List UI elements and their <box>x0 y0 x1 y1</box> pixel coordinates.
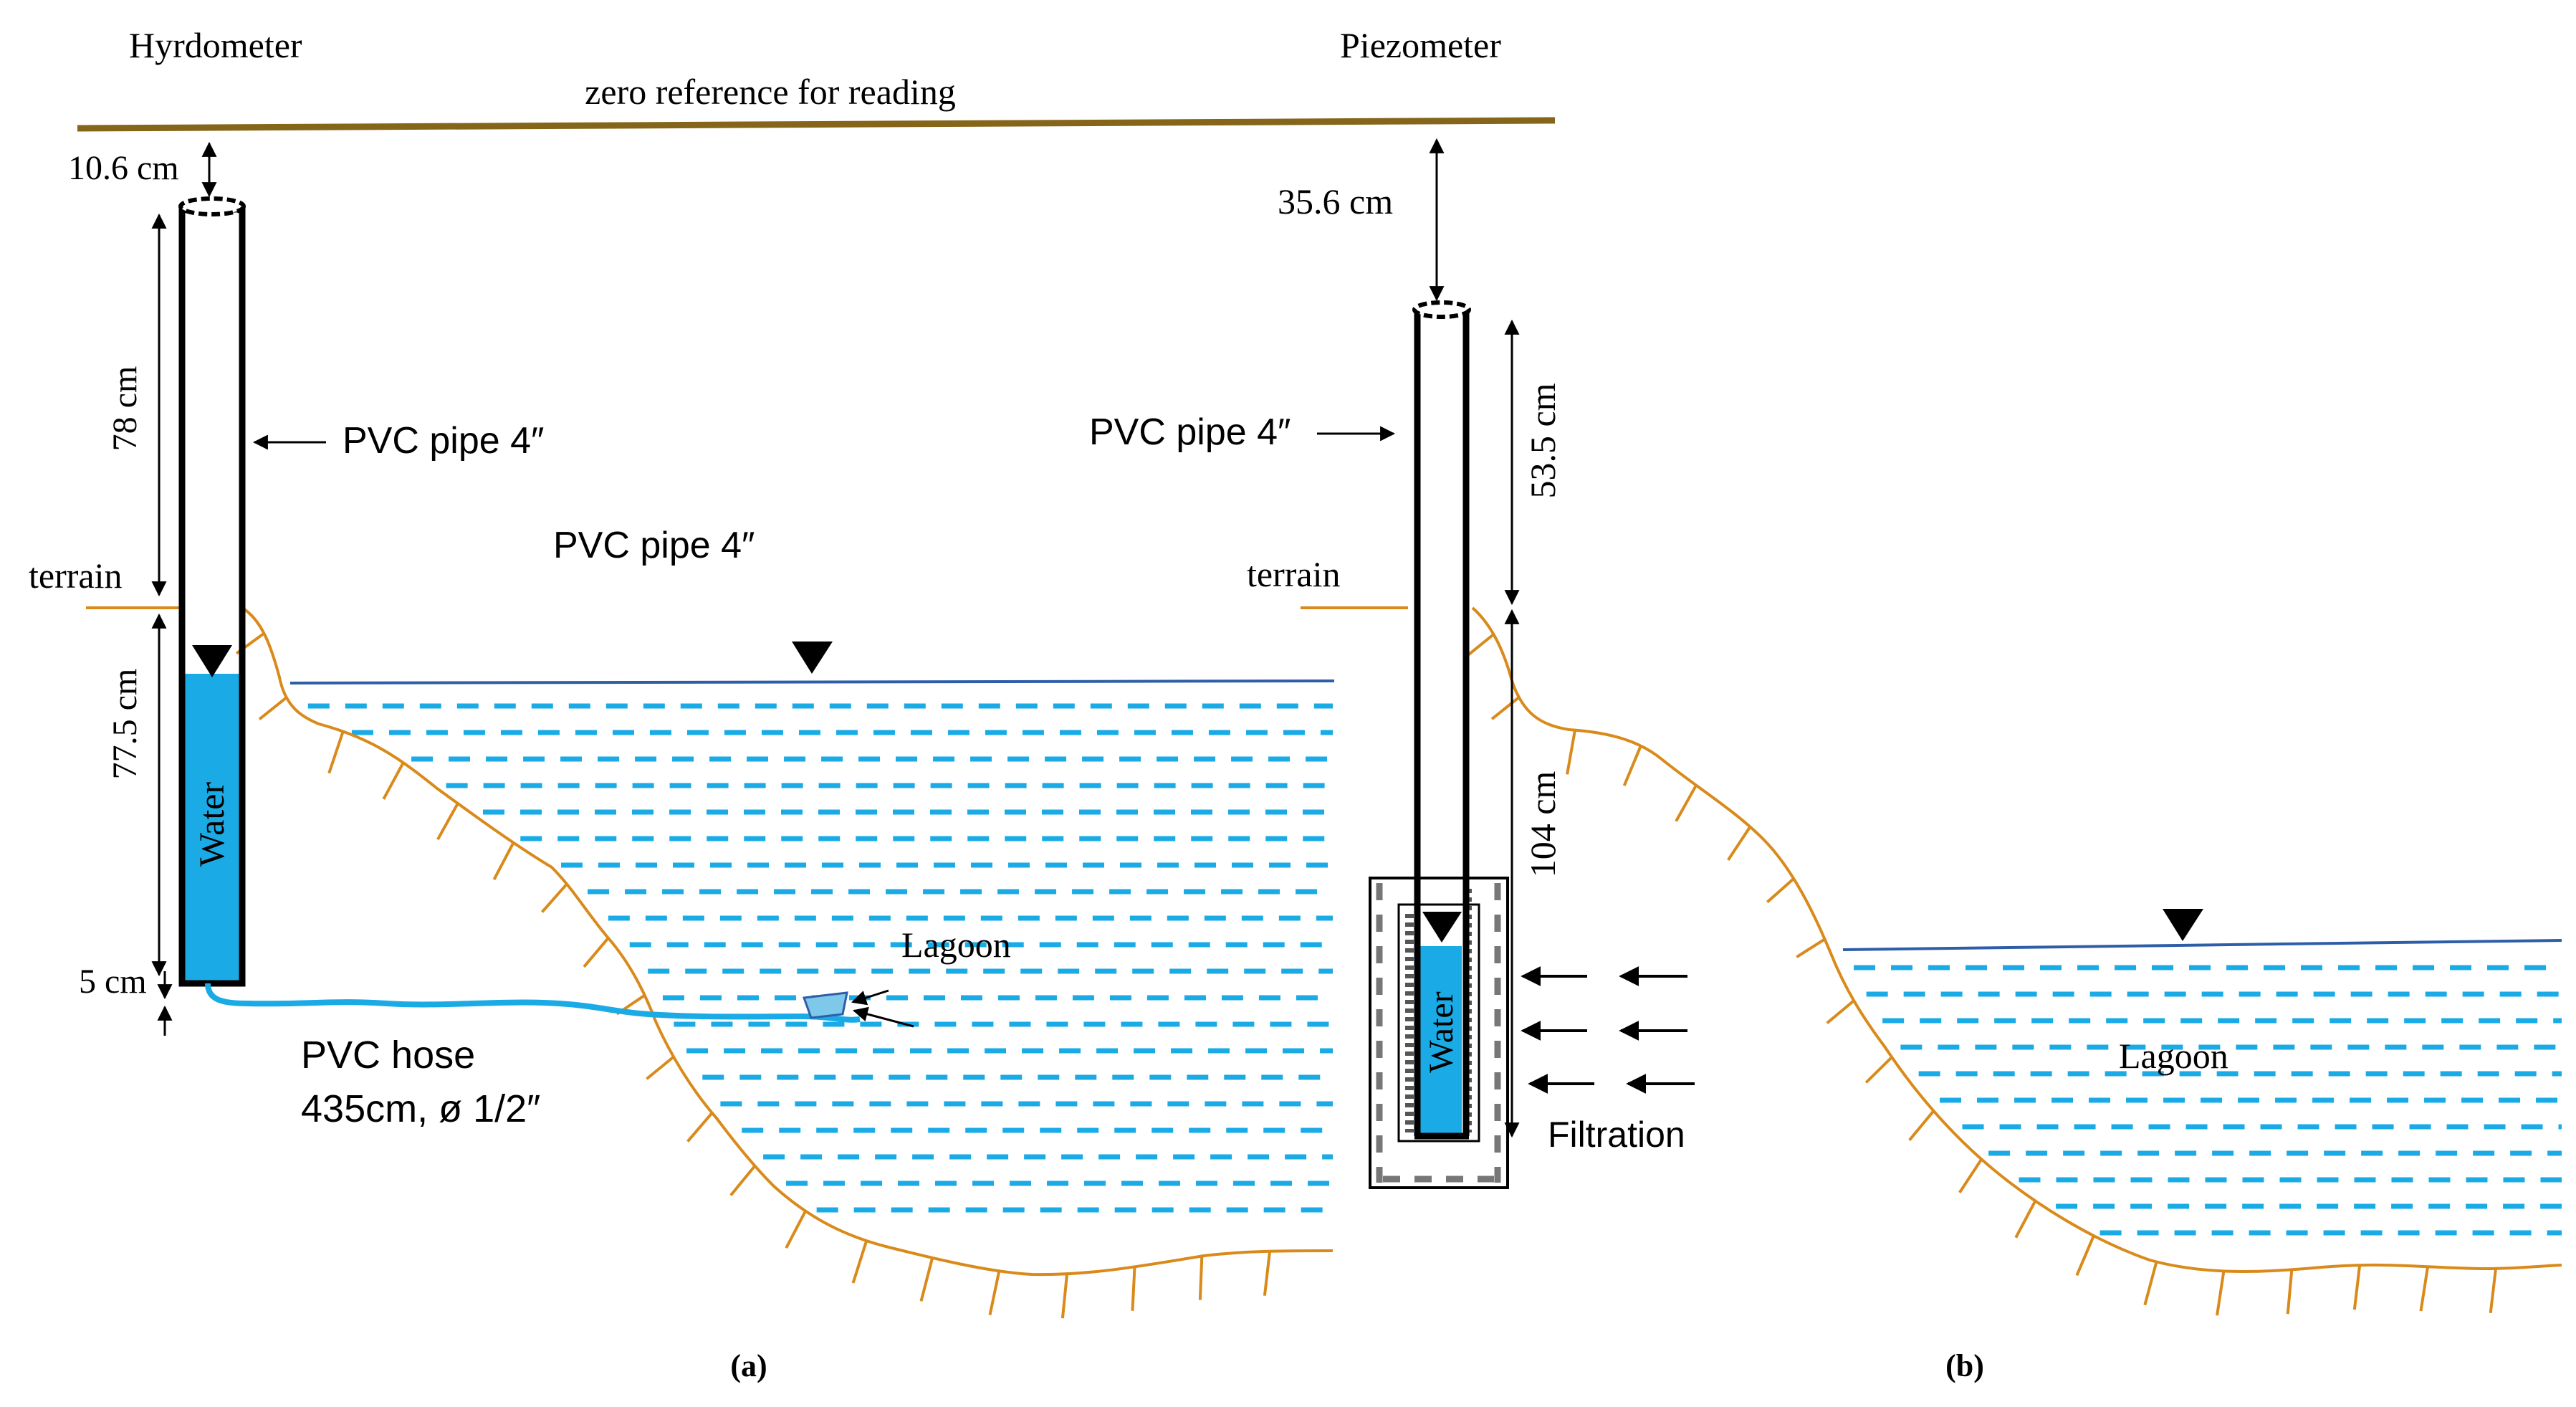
pvc-hose-label: PVC hose <box>301 1034 475 1077</box>
terrain-hatch <box>2075 1235 2095 1277</box>
lagoon-b-surface <box>1842 939 2562 951</box>
inlet-flow-arrow-1 <box>851 989 889 1006</box>
terrain-hatch <box>1490 696 1521 720</box>
terrain-hatch <box>2143 1261 2158 1306</box>
terrain-b: terrain <box>1247 554 2562 1316</box>
terrain-hatch <box>1908 1110 1935 1141</box>
lagoon-b-label: Lagoon <box>2119 1036 2228 1076</box>
pvc-hose-spec-label: 435cm, ø 1/2″ <box>301 1087 540 1130</box>
terrain-hatch <box>1958 1158 1983 1193</box>
dim-a-pipe-above-label: 78 cm <box>106 366 144 452</box>
zero-reference-label: zero reference for reading <box>585 72 956 112</box>
terrain-hatch <box>1675 784 1698 822</box>
filter-inner-box <box>1397 903 1480 1143</box>
terrain-hatch <box>382 762 405 800</box>
lagoon-b-dashes <box>1854 965 2562 1236</box>
terrain-hatch <box>851 1240 868 1284</box>
terrain-hatch <box>1826 999 1855 1024</box>
terrain-hatch <box>1796 938 1826 958</box>
lagoon-a-surface-marker <box>792 642 833 674</box>
hydrometer-pipe: Water <box>178 196 246 987</box>
dim-b-pipe-above-label: 53.5 cm <box>1523 383 1563 498</box>
filtration-label: Filtration <box>1548 1115 1685 1155</box>
piezometer-water-label: Water <box>1422 991 1460 1072</box>
terrain-b-label: terrain <box>1247 554 1340 594</box>
terrain-hatch <box>1566 730 1576 775</box>
filtration-arrows: Filtration <box>1521 966 1695 1155</box>
terrain-hatch <box>540 883 568 913</box>
dim-a-pipe-below-label: 77.5 cm <box>106 669 144 780</box>
dimensions-a: 10.6 cm 78 cm 77.5 cm 5 cm PVC pipe 4″ P… <box>68 141 755 1036</box>
terrain-hatch <box>1060 1274 1069 1319</box>
terrain-hatch <box>2216 1271 2226 1316</box>
terrain-hatch <box>919 1257 934 1302</box>
inlet-flow-arrow-2 <box>852 1006 914 1028</box>
terrain-hatch <box>2352 1264 2362 1310</box>
terrain-hatch <box>785 1210 807 1249</box>
pipe-a-label-secondary: PVC pipe 4″ <box>553 525 755 566</box>
dim-a-bottom-label: 5 cm <box>79 963 147 1001</box>
terrain-hatch <box>2489 1268 2498 1314</box>
terrain-hatch <box>2014 1200 2037 1239</box>
terrain-hatch <box>1198 1256 1204 1300</box>
terrain-a-slope <box>241 606 1334 1277</box>
terrain-hatch <box>436 802 459 841</box>
hydrometer-water-column <box>183 674 241 982</box>
dim-a-top-label: 10.6 cm <box>68 149 179 187</box>
pvc-hose: PVC hose 435cm, ø 1/2″ <box>205 983 914 1130</box>
terrain-hatch <box>1766 877 1795 904</box>
terrain-hatch <box>327 730 345 774</box>
piezometer-pipe-cap <box>1412 300 1471 319</box>
hydrometer-title: Hyrdometer <box>129 25 302 65</box>
piezometer-water-level-marker <box>1422 912 1462 943</box>
terrain-hatch <box>2419 1266 2430 1312</box>
pipe-b-label: PVC pipe 4″ <box>1089 411 1291 453</box>
lagoon-b-surface-marker <box>2163 909 2203 941</box>
terrain-hatch <box>1263 1251 1272 1296</box>
pipe-a-label: PVC pipe 4″ <box>343 420 544 462</box>
piezometer-title: Piezometer <box>1340 25 1501 65</box>
lagoon-a: Lagoon <box>289 642 1335 1213</box>
terrain-hatch <box>1727 826 1752 862</box>
hydrometer-water-label: Water <box>191 782 231 867</box>
dim-b-pipe-below-label: 104 cm <box>1523 771 1563 878</box>
pvc-hose-inlet <box>802 991 848 1019</box>
terrain-a-label: terrain <box>29 555 122 596</box>
terrain-hatch <box>646 1055 675 1080</box>
terrain-hatch <box>1465 633 1495 658</box>
terrain-hatch <box>1864 1056 1893 1084</box>
terrain-b-slope <box>1471 606 2562 1273</box>
pvc-hose-line <box>205 983 861 1023</box>
lagoon-a-label: Lagoon <box>901 925 1011 965</box>
zero-reference-line <box>77 117 1556 132</box>
terrain-b-hatches <box>1465 633 2498 1316</box>
terrain-hatch <box>988 1270 1001 1316</box>
terrain-hatch <box>492 841 515 881</box>
dimensions-b: 35.6 cm 53.5 cm 104 cm PVC pipe 4″ <box>1089 138 1563 1138</box>
hydrometer-water-level-marker <box>192 645 232 677</box>
piezometer-water-column <box>1420 946 1462 1134</box>
terrain-hatch <box>258 696 288 720</box>
terrain-hatch <box>1131 1267 1136 1311</box>
lagoon-b: Lagoon <box>1842 909 2562 1236</box>
caption-b: (b) <box>1945 1348 1984 1383</box>
dim-b-top-label: 35.6 cm <box>1278 181 1393 221</box>
terrain-hatch <box>1622 745 1642 786</box>
terrain-hatch <box>583 937 610 968</box>
caption-a: (a) <box>730 1348 767 1383</box>
hydrometer-pipe-cap <box>178 196 246 216</box>
terrain-hatch <box>2286 1269 2294 1315</box>
lagoon-a-surface <box>289 679 1335 685</box>
terrain-hatch <box>729 1165 756 1196</box>
piezometer-pipe: Water <box>1405 300 1472 1140</box>
terrain-a-hatches <box>235 632 1272 1319</box>
terrain-hatch <box>686 1112 714 1143</box>
lagoon-a-dashes <box>307 703 1333 1213</box>
